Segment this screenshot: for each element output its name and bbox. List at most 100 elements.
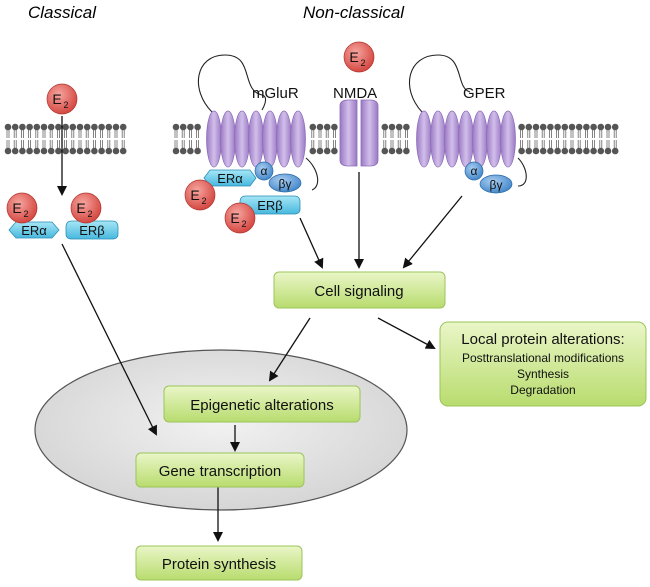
lipid-head [47,147,55,155]
lipid-head [568,147,576,155]
e2-subscript: 2 [241,219,246,229]
lipid-head [26,147,33,155]
lipid-head [525,123,533,131]
e2-molecule-classical-top: E 2 [46,83,78,115]
lipid-head [47,123,55,131]
transmembrane-helix [248,110,264,168]
lipid-head [112,147,120,155]
local-protein-alterations-box: Local protein alterations: Posttranslati… [439,321,647,407]
e2-molecule-bound-er-alpha: E 2 [6,192,38,224]
lipid-head [119,147,127,155]
lipid-head [583,123,590,131]
arrows [57,116,463,542]
lipid-head [518,147,525,155]
mglur-g-protein: α βγ [254,161,302,193]
lipid-head [83,123,91,131]
e2-molecule-mglur-er-beta: E 2 [224,202,256,234]
lipid-head [597,147,605,155]
lipid-head [583,147,590,155]
cell-signaling-label: Cell signaling [314,283,403,300]
e2-symbol: E [190,187,199,203]
lipid-head [331,147,338,155]
lipid-head [575,147,583,155]
lipid-head [568,123,576,131]
lipid-head [179,147,187,155]
mglur-er-alpha-label: ERα [217,171,243,186]
transmembrane-helix [276,110,292,168]
lipid-head [11,147,19,155]
arrow-signaling-to-local [377,317,436,349]
lipid-head [62,123,69,131]
transmembrane-helix [500,110,516,168]
lipid-head [55,147,62,155]
e2-subscript: 2 [201,196,206,206]
lipid-head [76,123,84,131]
nmda-channel: NMDA [333,85,379,167]
arrow-er-to-nucleus [61,243,157,436]
transmembrane-helix [234,110,250,168]
lipid-head [381,123,389,131]
lipid-head [40,147,48,155]
lipid-head [172,147,180,155]
transmembrane-helix [206,110,222,168]
transmembrane-helix [472,110,488,168]
lipid-head [597,123,605,131]
transmembrane-helix [220,110,236,168]
local-item-synthesis: Synthesis [517,367,569,381]
protein-synthesis-label: Protein synthesis [162,556,276,573]
lipid-head [194,147,201,155]
lipid-head [547,147,554,155]
lipid-head [316,123,324,131]
lipid-head [55,123,62,131]
lipid-head [11,123,19,131]
lipid-head [575,123,583,131]
lipid-head [611,123,619,131]
e2-symbol: E [230,210,239,226]
mglur-g-alpha-label: α [261,164,268,178]
lipid-head [547,123,554,131]
lipid-head [83,147,91,155]
local-item-posttranslational: Posttranslational modifications [462,351,624,365]
e2-subscript: 2 [87,209,92,219]
lipid-head [554,147,561,155]
lipid-head [539,123,547,131]
lipid-head [33,147,41,155]
cell-membrane-non-classical [172,123,619,155]
mglur-er-beta: ERβ [239,195,301,215]
epigenetic-label: Epigenetic alterations [190,397,333,414]
nmda-label: NMDA [333,85,377,102]
gper-g-protein: α βγ [464,161,513,194]
transmembrane-helix [290,110,306,168]
mglur-receptor: mGluR [197,54,319,191]
e2-molecule-nmda: E 2 [343,41,375,73]
lipid-head [112,123,120,131]
lipid-head [604,147,612,155]
lipid-head [105,123,113,131]
lipid-head [76,147,84,155]
lipid-head [539,147,547,155]
e2-subscript: 2 [360,58,365,68]
cell-signaling-box: Cell signaling [273,271,446,309]
e2-symbol: E [52,91,61,107]
transmembrane-helix [486,110,502,168]
classical-er-beta: ERβ [65,220,119,240]
lipid-head [532,147,540,155]
lipid-head [590,147,597,155]
e2-subscript: 2 [23,209,28,219]
gper-receptor: GPER [408,54,527,187]
mglur-er-alpha: ERα [203,169,257,187]
classical-header: Classical [28,3,97,22]
lipid-head [395,123,403,131]
lipid-head [19,147,26,155]
lipid-head [518,123,525,131]
lipid-head [187,147,194,155]
lipid-head [316,147,324,155]
lipid-head [4,123,12,131]
lipid-head [561,123,569,131]
lipid-head [388,147,396,155]
lipid-head [194,123,201,131]
lipid-head [403,147,410,155]
lipid-head [91,123,98,131]
mglur-label: mGluR [252,85,299,102]
